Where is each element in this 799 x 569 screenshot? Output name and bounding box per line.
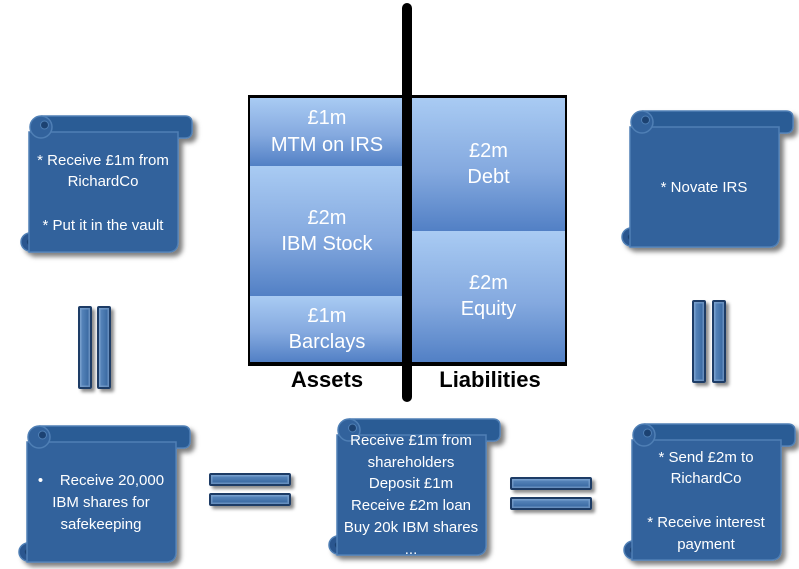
cell-label: Equity xyxy=(460,298,517,321)
note-text: Receive £1m from shareholders Deposit £1… xyxy=(343,431,479,558)
asset-cell-ibm-stock: £2m IBM Stock xyxy=(250,165,404,297)
cell-label: IBM Stock xyxy=(281,233,373,255)
note-text: * Send £2m to RichardCo * Receive intere… xyxy=(647,448,765,553)
note-scroll-bottom-left: • Receive 20,000 IBM shares for safekeep… xyxy=(18,418,191,566)
note-scroll-top-left: * Receive £1m from RichardCo * Put it in… xyxy=(20,108,193,256)
balance-sheet-divider xyxy=(402,3,412,402)
cell-amount: £1m xyxy=(307,107,347,130)
equals-bar xyxy=(97,306,111,389)
note-text: * Novate IRS xyxy=(660,179,748,197)
liability-cell-equity: £2m Equity xyxy=(412,230,565,362)
cell-amount: £1m xyxy=(307,304,347,327)
cell-amount: £2m xyxy=(307,206,347,229)
cell-amount: £2m xyxy=(469,139,508,162)
balance-sheet: £1m MTM on IRS £2m IBM Stock £1m Barclay… xyxy=(248,95,567,366)
cell-label: MTM on IRS xyxy=(270,133,384,156)
asset-cell-barclays: £1m Barclays xyxy=(250,296,404,362)
liabilities-label: Liabilities xyxy=(439,367,541,392)
equals-bar xyxy=(209,493,291,506)
note-text: * Receive £1m from RichardCo * Put it in… xyxy=(37,151,169,234)
cell-label: Debt xyxy=(467,166,510,189)
note-scroll-bottom-center: Receive £1m from shareholders Deposit £1… xyxy=(328,411,501,559)
equals-bar xyxy=(78,306,92,389)
note-scroll-top-right: * Novate IRS xyxy=(621,103,794,251)
equals-bar xyxy=(510,497,592,510)
cell-amount: £2m xyxy=(469,271,508,294)
equals-bar xyxy=(510,477,592,490)
liability-cell-debt: £2m Debt xyxy=(412,98,565,231)
equals-bar xyxy=(209,473,291,486)
assets-column: £1m MTM on IRS £2m IBM Stock £1m Barclay… xyxy=(250,98,404,362)
equals-bar xyxy=(692,300,706,383)
note-text: • Receive 20,000 IBM shares for safekeep… xyxy=(37,472,165,533)
liabilities-column: £2m Debt £2m Equity xyxy=(412,98,565,362)
cell-label: Barclays xyxy=(288,331,366,354)
asset-cell-mtm-on-irs: £1m MTM on IRS xyxy=(250,98,404,166)
equals-bar xyxy=(712,300,726,383)
assets-label: Assets xyxy=(290,367,364,392)
note-scroll-bottom-right: * Send £2m to RichardCo * Receive intere… xyxy=(623,416,796,564)
